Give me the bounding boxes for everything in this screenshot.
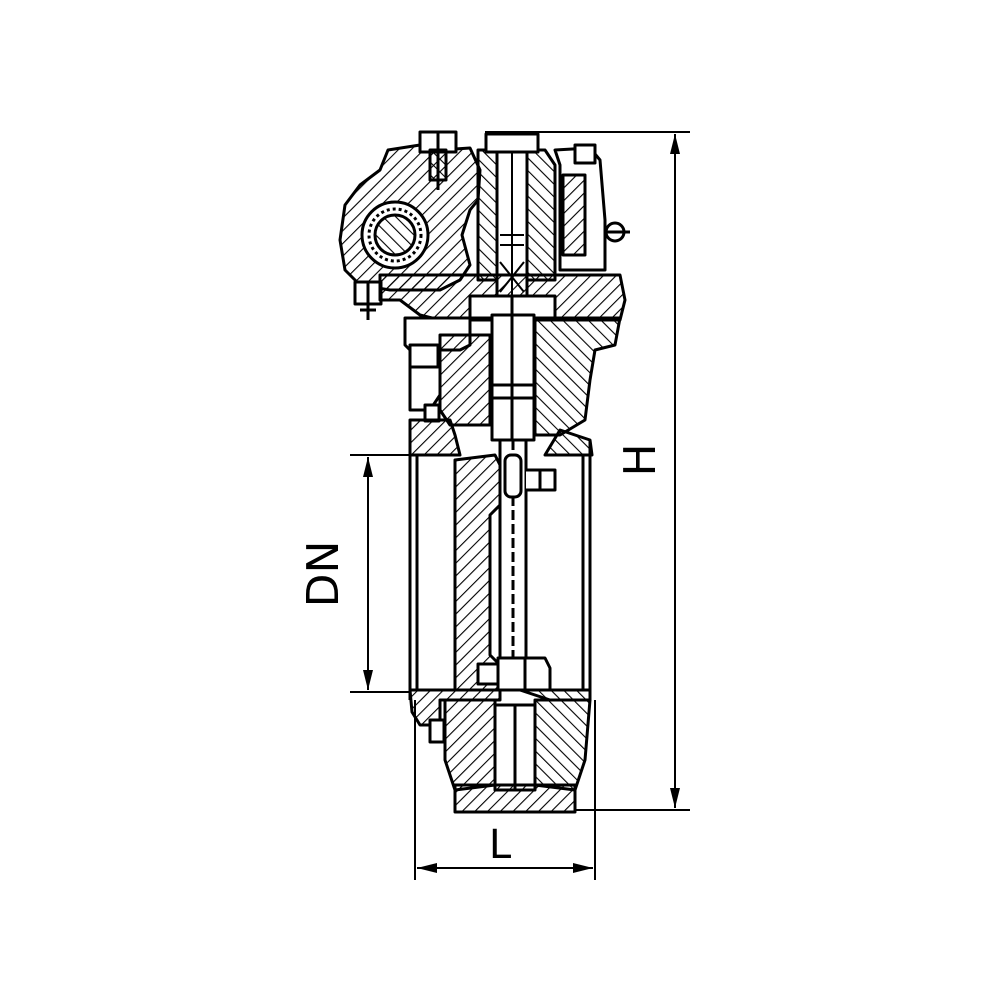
- length-label: L: [489, 822, 512, 868]
- valve-body: [408, 418, 594, 744]
- valve-bonnet: [403, 313, 622, 442]
- bottom-bearing: [443, 698, 592, 814]
- dimension-lines: [350, 131, 690, 880]
- gear-actuator-head: [338, 130, 630, 322]
- nominal-diameter-label: DN: [298, 541, 349, 608]
- height-label: H: [615, 443, 666, 476]
